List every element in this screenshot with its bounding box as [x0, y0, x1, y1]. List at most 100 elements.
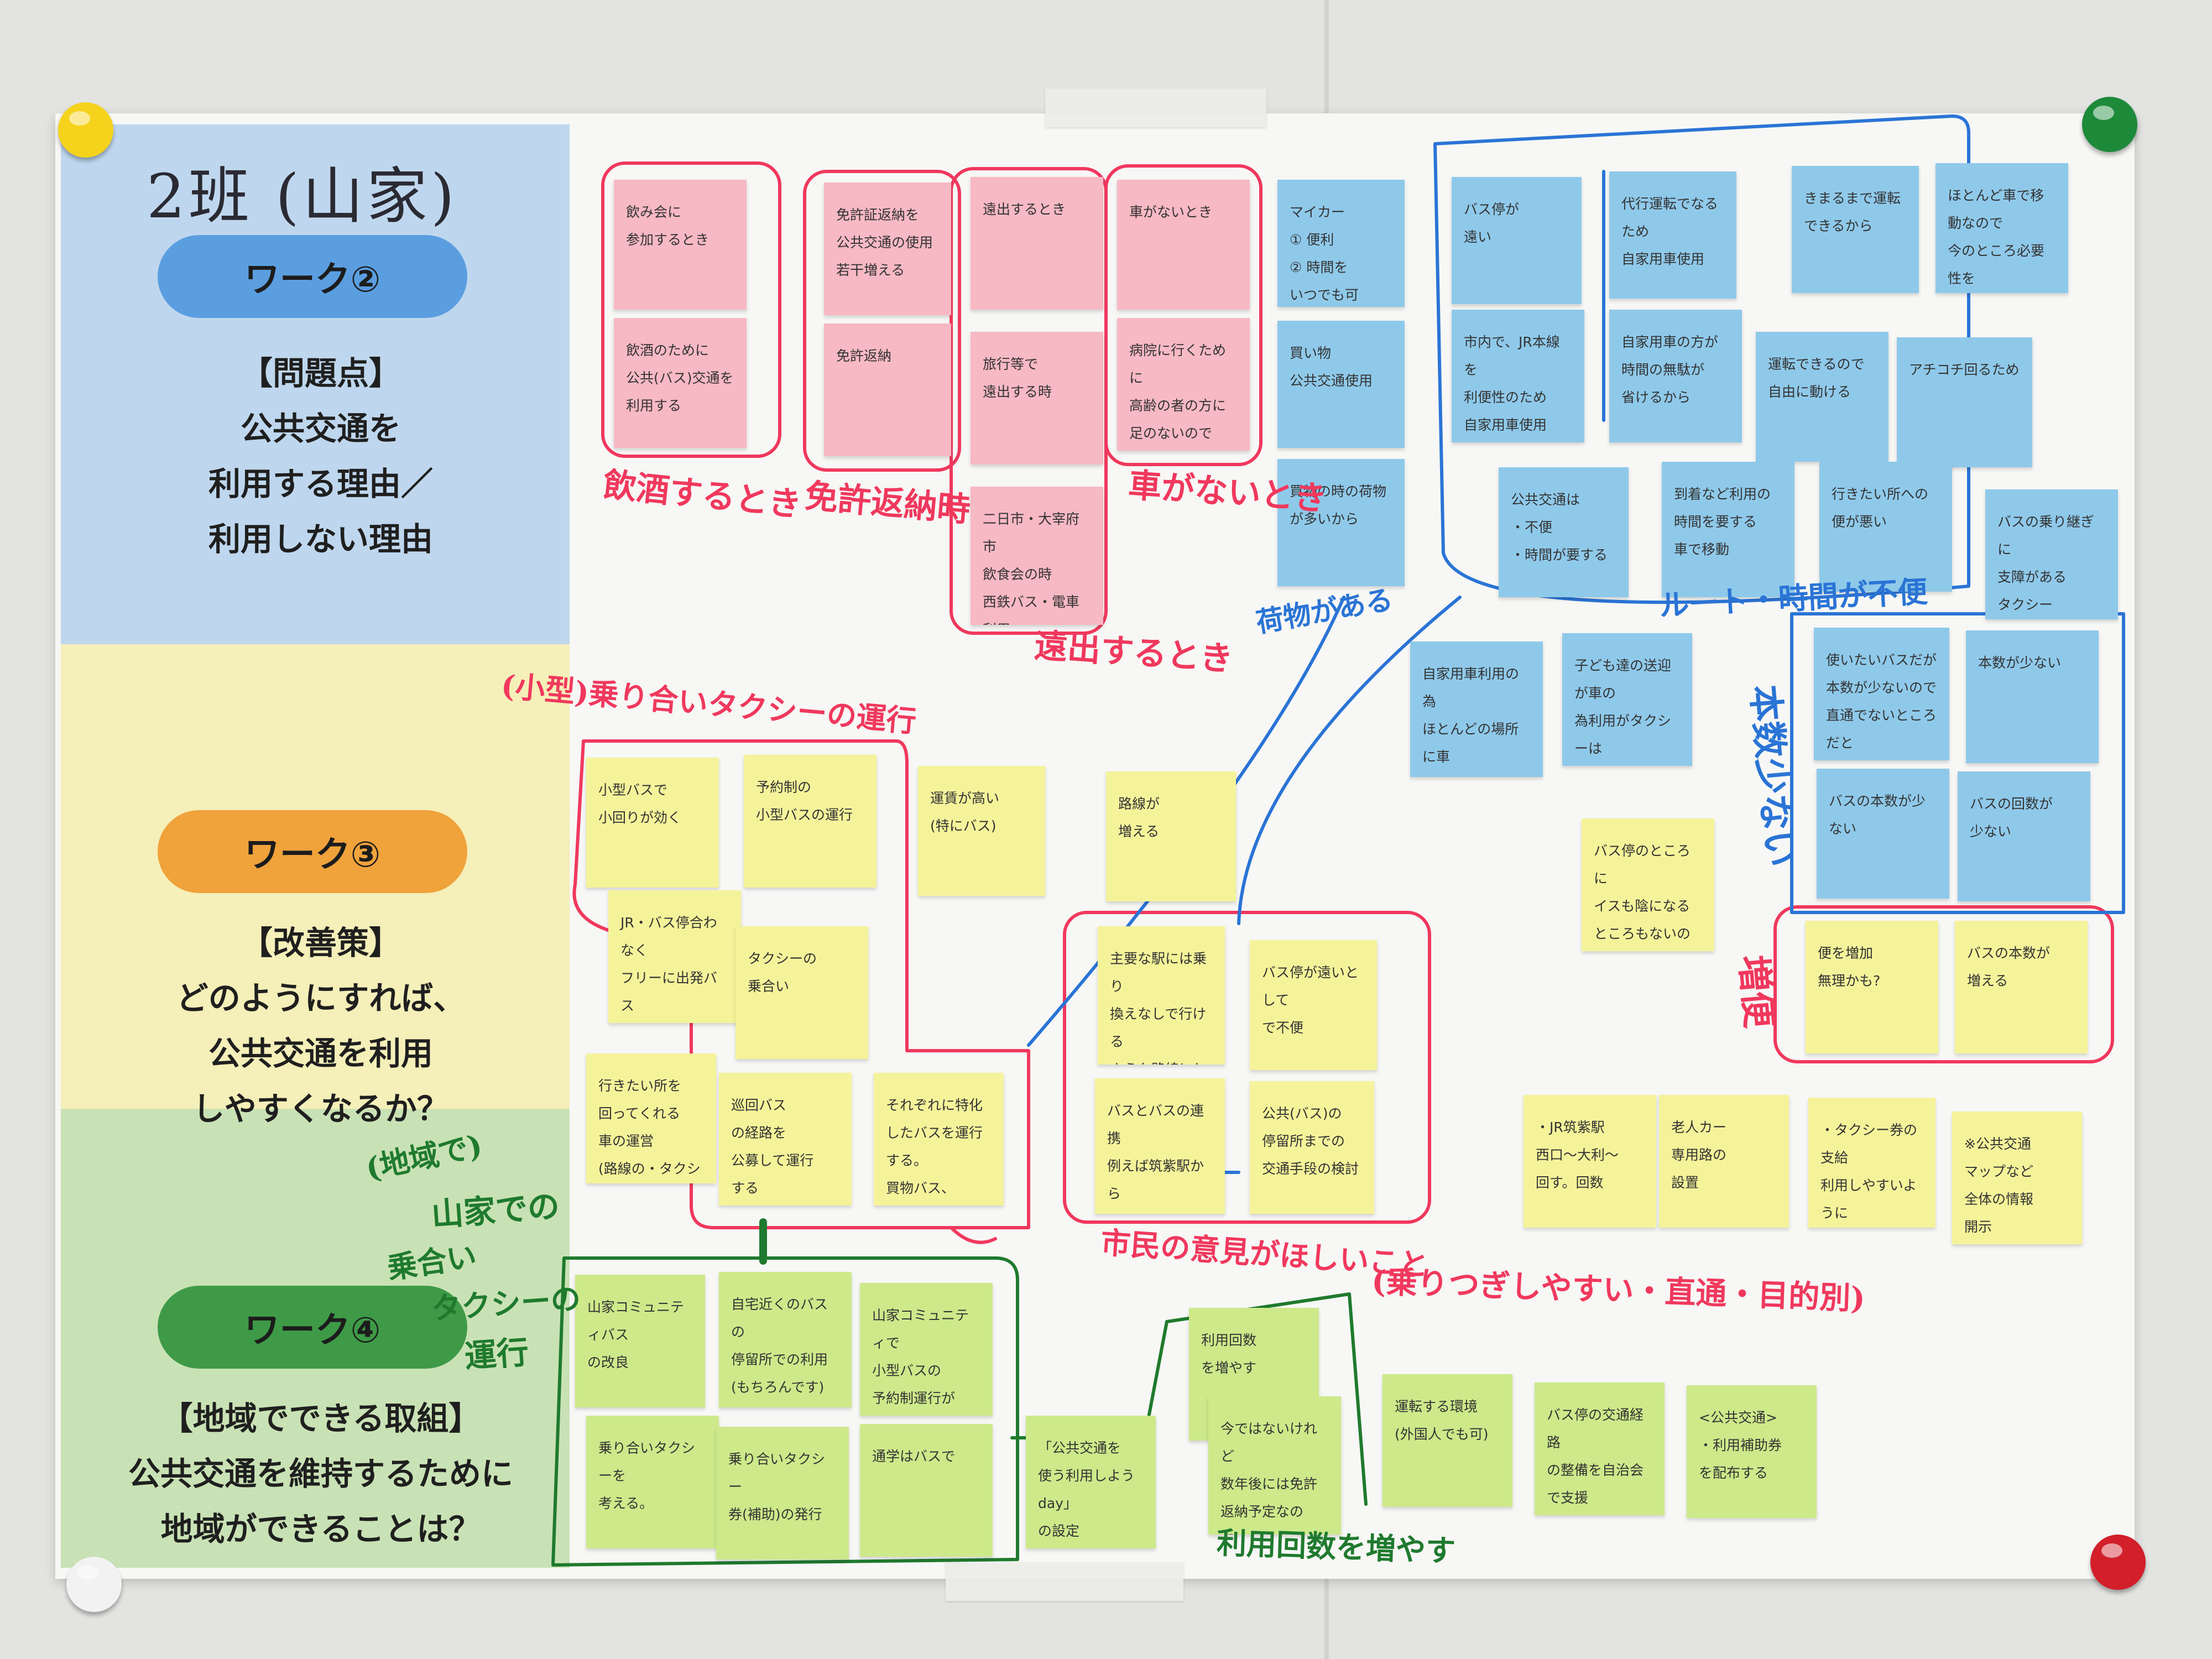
- sticky-note: 免許返納: [824, 324, 951, 456]
- sticky-note: 乗り合いタクシー 券(補助)の発行: [716, 1427, 849, 1559]
- caption-line: 利用しない理由: [208, 520, 433, 558]
- red-group-outline: [601, 161, 781, 458]
- sticky-note: 遠出するとき: [971, 177, 1103, 310]
- sticky-note: ・タクシー券の支給 利用しやすいように: [1808, 1098, 1936, 1228]
- caption-line: 地域ができることは？: [160, 1510, 481, 1548]
- sticky-note: バスの回数が 少ない: [1958, 771, 2090, 901]
- sticky-note: 主要な駅には乗り 換えなしで行ける ような路線にして ほしい: [1098, 926, 1225, 1065]
- sticky-note: 自宅近くのバスの 停留所での利用 (もちろんです): [719, 1272, 852, 1407]
- sticky-note: ほとんど車で移動なので 今のところ必要性を 感じていない: [1936, 163, 2068, 293]
- sticky-note: バスの本数が少ない: [1817, 769, 1949, 899]
- work-4-pill: ワーク④: [158, 1286, 467, 1369]
- sticky-note: 通学はバスで: [860, 1424, 993, 1557]
- caption-line: 公共交通を: [240, 410, 401, 447]
- white-pin-icon: [66, 1557, 122, 1612]
- board-title: 2班 (山家): [147, 161, 458, 232]
- sticky-note: 公共(バス)の 停留所までの 交通手段の検討: [1250, 1081, 1374, 1214]
- sticky-note: 「公共交通を 使う利用しよう day」 の設定: [1026, 1416, 1156, 1548]
- label-more-buses: 増便: [1731, 953, 1781, 1030]
- work-2-pill: ワーク②: [158, 235, 467, 318]
- sticky-note: 公共交通は ・不便 ・時間が要する: [1499, 467, 1629, 597]
- work-4-caption: 【地域でできる取組】 公共交通を維持するために 地域ができることは？: [83, 1391, 559, 1557]
- sticky-note: ※公共交通 マップなど 全体の情報 開示: [1952, 1112, 2082, 1244]
- tape-bottom: [946, 1562, 1183, 1601]
- sticky-note: 巡回バス の経路を 公募して運行 する: [719, 1073, 852, 1206]
- sticky-note: <公共交通> ・利用補助券 を配布する: [1687, 1385, 1817, 1518]
- sticky-note: タクシーの 乗合い: [735, 926, 868, 1059]
- caption-line: 利用する理由／: [208, 465, 433, 503]
- sticky-note: バス停が遠いとして で不便: [1250, 940, 1377, 1070]
- work-3-caption: 【改善策】 どのようにすれば、 公共交通を利用 しやすくなるか？: [83, 915, 559, 1136]
- caption-line: 【問題点】: [240, 354, 401, 392]
- sticky-note: 行きたい所への 便が悪い: [1819, 462, 1952, 592]
- sticky-note: 買物の時の荷物 が多いから: [1277, 459, 1405, 586]
- sticky-note: 老人カー 専用路の 設置: [1659, 1095, 1789, 1228]
- sticky-note: バスの乗り継ぎに 支障がある タクシー: [1985, 489, 2118, 619]
- sticky-note: バス停のところに イスも陰になる ところもないので 行くのがつらい: [1582, 818, 1714, 951]
- sticky-note: バス停の交通経路 の整備を自治会 で支援: [1535, 1383, 1665, 1515]
- green-group-outline: [551, 1256, 1019, 1567]
- label-yamaie-line-1: 山家での: [430, 1187, 561, 1234]
- sticky-note: 運転する環境 (外国人でも可): [1383, 1374, 1512, 1507]
- sticky-note: JR・バス停合わなく フリーに出発バス: [608, 890, 741, 1023]
- sticky-note: バスとバスの連携 例えば筑紫駅から 市役所行きのアクセスの 時間(待ち時間)の調…: [1095, 1078, 1225, 1214]
- caption-line: しやすくなるか？: [192, 1090, 449, 1128]
- sticky-note: 飲み会に 参加するとき: [614, 180, 747, 310]
- panel-problems: [61, 124, 570, 644]
- sticky-note: 子ども達の送迎が車の 為利用がタクシーは 時間に間に 合わないから: [1562, 633, 1692, 766]
- caption-line: 【改善策】: [240, 924, 401, 962]
- work-2-caption: 【問題点】 公共交通を 利用する理由／ 利用しない理由: [83, 346, 559, 567]
- label-increase-usage: 利用回数を増やす: [1216, 1525, 1456, 1569]
- sticky-note: 二日市・大宰府市 飲食会の時 西鉄バス・電車利用: [971, 487, 1103, 625]
- work-3-pill: ワーク③: [158, 810, 467, 893]
- sticky-note: 行きたい所を 回ってくれる 車の運営 (路線の・タクシーの): [586, 1053, 716, 1183]
- yellow-pin-icon: [58, 102, 113, 158]
- sticky-note: 使いたいバスだが 本数が少ないので 直通でないところだと 不便だから: [1814, 628, 1949, 760]
- label-yamaie-line-4: 運行: [463, 1333, 530, 1375]
- sticky-note: 代行運転でなるため 自家用車使用: [1609, 171, 1736, 299]
- sticky-note: 病院に行くために 高齢の者の方に 足のないので バスを使う: [1117, 318, 1250, 451]
- sticky-note: バスの本数が 増える: [1955, 921, 2088, 1053]
- blue-group-outline: [1433, 114, 1970, 604]
- sticky-note: マイカー ① 便利 ② 時間を いつでも可: [1277, 180, 1405, 307]
- sticky-note: 運賃が高い (特にバス): [918, 766, 1045, 896]
- green-pin-icon: [2082, 97, 2137, 152]
- sticky-note: 車がないとき: [1117, 180, 1250, 310]
- sticky-note: ・JR筑紫駅 西口〜大利〜 回す。回数: [1524, 1095, 1656, 1228]
- sticky-note: 自家用車の方が 時間の無駄が 省けるから: [1609, 310, 1742, 442]
- caption-line: 公共交通を維持するために: [128, 1455, 513, 1493]
- sticky-note: 予約制の 小型バスの運行: [744, 755, 877, 888]
- sticky-note: 市内で、JR本線を 利便性のため 自家用車使用: [1452, 310, 1584, 442]
- caption-line: どのようにすれば、: [176, 979, 466, 1017]
- sticky-note: 自家用車利用の為 ほとんどの場所に車 時間・時間の調整 が悪い(不便): [1410, 641, 1543, 777]
- sticky-note: 便を増加 無理かも?: [1806, 921, 1938, 1053]
- sticky-note: 旅行等で 遠出する時: [971, 332, 1103, 465]
- red-group-outline: [1773, 905, 2114, 1063]
- caption-line: 公共交通を利用: [208, 1035, 433, 1072]
- sticky-note: 運転できるので 自由に動ける: [1756, 332, 1888, 462]
- sticky-note: きまるまで運転 できるから: [1792, 166, 1919, 293]
- sticky-note: 免許証返納を 公共交通の使用 若干増える: [824, 182, 951, 315]
- sticky-note: 乗り合いタクシーを 考える。: [586, 1416, 719, 1548]
- red-group-outline: [572, 739, 1030, 1229]
- red-group-outline: [1063, 911, 1431, 1224]
- red-group-outline: [1104, 164, 1262, 466]
- sticky-note: 買い物 公共交通使用: [1277, 321, 1405, 448]
- red-group-outline: [803, 170, 961, 472]
- sticky-note: アチコチ回るため: [1897, 337, 2032, 467]
- tape-top: [1045, 88, 1266, 127]
- blue-arrow-line: [1237, 596, 1462, 925]
- caption-line: 【地域でできる取組】: [160, 1400, 481, 1437]
- sticky-note: 到着など利用の 時間を要する 車で移動: [1662, 462, 1794, 597]
- sticky-note: 今ではないけれど 数年後には免許 返納予定なので、 これからはバスを 使用するつ…: [1208, 1396, 1341, 1535]
- sticky-note: 飲酒のために 公共(バス)交通を 利用する: [614, 318, 747, 448]
- sticky-note: 山家コミュニティで 小型バスの 予約制運行が できれば…: [860, 1283, 993, 1416]
- sticky-note: 路線が 増える: [1106, 771, 1236, 901]
- sticky-note: バス停が 遠い: [1452, 177, 1582, 304]
- sticky-note: 利用回数 を増やす: [1189, 1308, 1319, 1441]
- sticky-note: それぞれに特化 したバスを運行 する。 買物バス、 病院バス等: [874, 1073, 1004, 1206]
- red-pin-icon: [2090, 1535, 2146, 1590]
- sticky-note: 本数が少ない: [1966, 630, 2099, 763]
- sticky-note: 山家コミュニティバス の改良: [575, 1275, 705, 1407]
- sticky-note: 小型バスで 小回りが効く: [586, 758, 719, 888]
